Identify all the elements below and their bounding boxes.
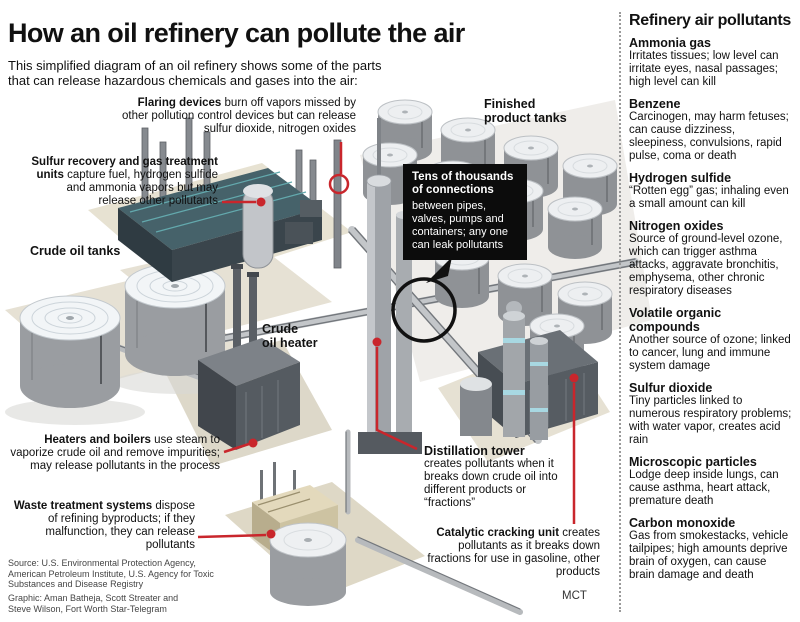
distillation-tower xyxy=(358,118,422,454)
pollutant-desc: “Rotten egg” gas; inhaling even a small … xyxy=(629,185,789,210)
sulfur-recovery-unit xyxy=(118,117,342,282)
pollutant-name: Microscopic particles xyxy=(629,455,757,469)
callout-catalytic-rest: creates pollutants as it breaks down fra… xyxy=(427,527,600,578)
callout-sulfur-recovery: Sulfur recovery and gas treatment units … xyxy=(28,156,218,208)
callout-distillation-rest: creates pollutants when it breaks down c… xyxy=(424,458,558,509)
pollutant-entry-vocs: Volatile organic compounds Another sourc… xyxy=(629,306,795,373)
pollutant-name: Sulfur dioxide xyxy=(629,381,713,395)
pollutant-name: Benzene xyxy=(629,97,681,111)
pollutant-entry-sulfur-dioxide: Sulfur dioxide Tiny particles linked to … xyxy=(629,381,795,447)
callout-lines xyxy=(197,142,579,539)
flare-ring-marker xyxy=(328,173,350,195)
page-subtitle: This simplified diagram of an oil refine… xyxy=(8,58,382,88)
pollutant-desc: Lodge deep inside lungs, can cause asthm… xyxy=(629,469,779,507)
pollutant-name: Ammonia gas xyxy=(629,36,711,50)
pollutant-entry-microscopic-particles: Microscopic particles Lodge deep inside … xyxy=(629,455,795,508)
callout-waste-treatment: Waste treatment systems dispose of refin… xyxy=(2,500,195,552)
pollutant-name: Carbon monoxide xyxy=(629,516,736,530)
pollutant-entry-carbon-monoxide: Carbon monoxide Gas from smokestacks, ve… xyxy=(629,516,795,582)
callout-flaring-bold: Flaring devices xyxy=(137,97,222,109)
label-crude-oil-tanks: Crude oil tanks xyxy=(30,244,121,258)
pollutant-name: Volatile organic compounds xyxy=(629,306,722,334)
pollutant-entry-hydrogen-sulfide: Hydrogen sulfide “Rotten egg” gas; inhal… xyxy=(629,171,795,211)
callout-sulfur-rest: capture fuel, hydrogen sulfide and ammon… xyxy=(63,169,219,207)
pollutant-desc: Gas from smokestacks, vehicle tailpipes;… xyxy=(629,530,789,581)
magnifier-wedge xyxy=(426,257,452,283)
callout-waste-bold: Waste treatment systems xyxy=(13,500,153,512)
connections-callout-box: Tens of thousands of connections between… xyxy=(403,164,527,260)
graphic-credit: Graphic: Aman Batheja, Scott Streater an… xyxy=(8,593,179,614)
label-crude-oil-heater: Crude oil heater xyxy=(262,322,318,350)
pollutant-desc: Irritates tissues; low level can irritat… xyxy=(629,50,779,88)
connections-box-body: between pipes, valves, pumps and contain… xyxy=(412,200,509,251)
label-finished-product-tanks: Finished product tanks xyxy=(484,97,567,125)
pollutant-entry-ammonia: Ammonia gas Irritates tissues; low level… xyxy=(629,36,795,89)
callout-heaters-boilers: Heaters and boilers use steam to vaporiz… xyxy=(8,434,220,473)
catalytic-cracking-unit xyxy=(460,301,598,440)
waste-treatment-unit xyxy=(252,462,347,606)
callout-catalytic-bold: Catalytic cracking unit xyxy=(436,527,560,539)
callout-sulfur-bold: Sulfur recovery and gas treatment units xyxy=(31,156,218,181)
callout-heaters-bold: Heaters and boilers xyxy=(44,434,151,446)
pollutants-sidebar: Refinery air pollutants Ammonia gas Irri… xyxy=(629,12,795,590)
pollutant-desc: Source of ground-level ozone, which can … xyxy=(629,233,783,297)
magnifier-circle xyxy=(391,277,457,343)
pollutant-entry-nitrogen-oxides: Nitrogen oxides Source of ground-level o… xyxy=(629,219,795,298)
pollutant-desc: Another source of ozone; linked to cance… xyxy=(629,334,791,372)
pollutant-name: Nitrogen oxides xyxy=(629,219,724,233)
sidebar-heading: Refinery air pollutants xyxy=(629,12,792,29)
callout-distillation-bold: Distillation tower xyxy=(424,444,525,458)
callout-heaters-rest: use steam to vaporize crude oil and remo… xyxy=(10,434,220,472)
pollutant-desc: Tiny particles linked to numerous respir… xyxy=(629,395,792,446)
callout-flaring-devices: Flaring devices burn off vapors missed b… xyxy=(122,97,356,136)
callout-flaring-rest: burn off vapors missed by other pollutio… xyxy=(122,97,356,135)
connections-box-title: Tens of thousands of connections xyxy=(412,171,514,196)
sidebar-divider xyxy=(619,12,621,612)
callout-catalytic-cracking: Catalytic cracking unit creates pollutan… xyxy=(412,527,600,579)
page-title: How an oil refinery can pollute the air xyxy=(8,18,465,48)
pollutant-entry-benzene: Benzene Carcinogen, may harm fetuses; ca… xyxy=(629,97,795,163)
source-credit: Source: U.S. Environmental Protection Ag… xyxy=(8,558,214,589)
pollutant-desc: Carcinogen, may harm fetuses; can cause … xyxy=(629,111,789,162)
callout-waste-rest: dispose of refining byproducts; if they … xyxy=(45,500,195,551)
agency-credit: MCT xyxy=(562,590,587,602)
crude-oil-heater xyxy=(198,264,300,450)
pollutant-name: Hydrogen sulfide xyxy=(629,171,732,185)
